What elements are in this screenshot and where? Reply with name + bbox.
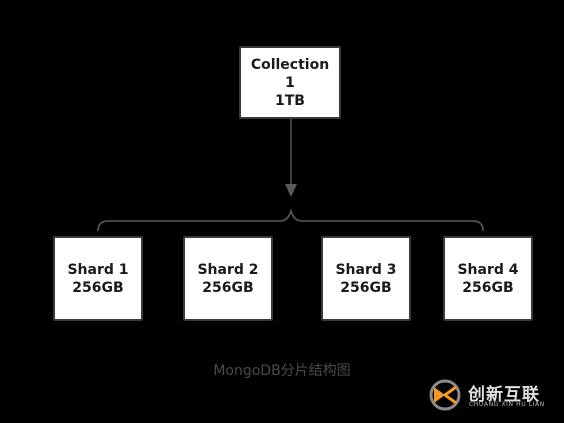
brand-name-cn: 创新互联 xyxy=(468,385,540,405)
collection-node: Collection 1 1TB xyxy=(239,46,341,119)
brand-logo-icon xyxy=(429,379,461,411)
shard-name: Shard 2 xyxy=(197,261,259,278)
collection-count: 1 xyxy=(285,74,295,91)
shard-node-2: Shard 2 256GB xyxy=(183,236,273,321)
shard-size: 256GB xyxy=(462,279,514,296)
shard-size: 256GB xyxy=(72,279,124,296)
watermark-logo: 创新互联 CHUANG XIN HU LIAN xyxy=(428,376,560,416)
shard-node-3: Shard 3 256GB xyxy=(321,236,411,321)
shard-node-1: Shard 1 256GB xyxy=(53,236,143,321)
diagram-caption: MongoDB分片结构图 xyxy=(213,363,351,379)
brand-name-en: CHUANG XIN HU LIAN xyxy=(469,401,545,408)
curly-brace xyxy=(97,208,484,232)
shard-name: Shard 1 xyxy=(67,261,129,278)
shard-size: 256GB xyxy=(202,279,254,296)
collection-title: Collection xyxy=(250,56,330,73)
shard-node-4: Shard 4 256GB xyxy=(443,236,533,321)
arrow-head xyxy=(285,184,297,197)
shard-name: Shard 3 xyxy=(335,261,397,278)
shard-size: 256GB xyxy=(340,279,392,296)
shard-name: Shard 4 xyxy=(457,261,519,278)
collection-size: 1TB xyxy=(275,92,305,109)
